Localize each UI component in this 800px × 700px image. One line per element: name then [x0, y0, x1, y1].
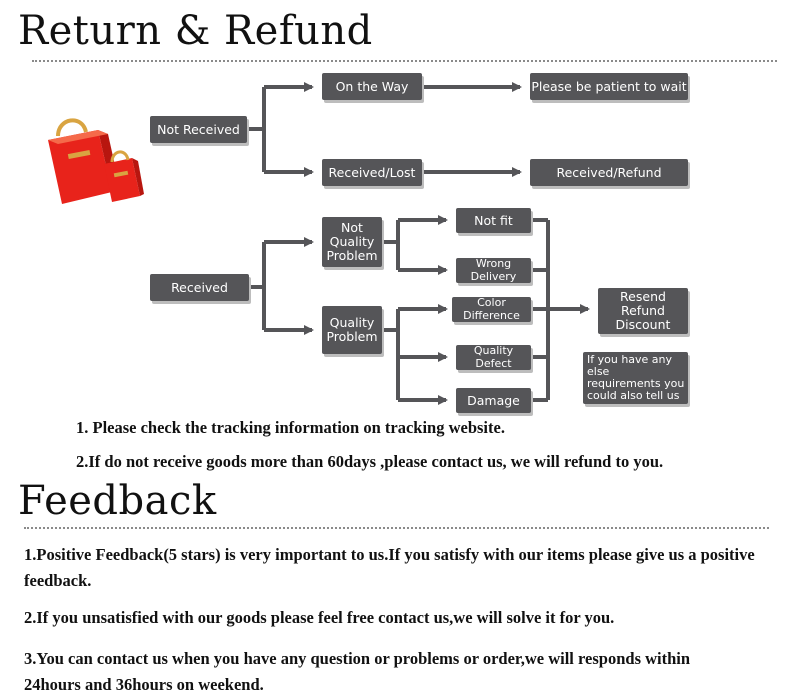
- feedback-note-1-text: 1.Positive Feedback(5 stars) is very imp…: [24, 545, 755, 591]
- feedback-note-3: 3.You can contact us when you have any q…: [24, 646, 739, 699]
- node-else-requirements: If you have any else requirements you co…: [583, 352, 688, 404]
- feedback-note-3-text: 3.You can contact us when you have any q…: [24, 649, 691, 695]
- return-note-2: 2.If do not receive goods more than 60da…: [76, 452, 664, 471]
- return-refund-heading: Return & Refund: [18, 8, 373, 54]
- node-not-received: Not Received: [150, 116, 247, 143]
- feedback-heading: Feedback: [18, 478, 217, 524]
- node-not-quality-problem: Not Quality Problem: [322, 217, 382, 267]
- return-note-1: 1. Please check the tracking information…: [76, 418, 505, 437]
- node-on-the-way: On the Way: [322, 73, 422, 100]
- feedback-divider: [24, 527, 769, 529]
- feedback-note-1: 1.Positive Feedback(5 stars) is very imp…: [24, 542, 774, 595]
- node-not-fit: Not fit: [456, 208, 531, 233]
- heading-divider: [32, 60, 777, 62]
- shopping-bag-icon: [48, 118, 144, 204]
- feedback-note-2: 2.If you unsatisfied with our goods plea…: [24, 608, 615, 627]
- node-quality-problem: Quality Problem: [322, 306, 382, 354]
- node-quality-defect: Quality Defect: [456, 345, 531, 370]
- node-received-lost: Received/Lost: [322, 159, 422, 186]
- node-damage: Damage: [456, 388, 531, 413]
- node-color-difference: Color Difference: [452, 297, 531, 322]
- node-resolution: Resend Refund Discount: [598, 288, 688, 334]
- node-received-refund: Received/Refund: [530, 159, 688, 186]
- flowchart-connectors: [247, 82, 590, 405]
- node-be-patient: Please be patient to wait: [530, 73, 688, 100]
- node-wrong-delivery: Wrong Delivery: [456, 258, 531, 283]
- node-received: Received: [150, 274, 249, 301]
